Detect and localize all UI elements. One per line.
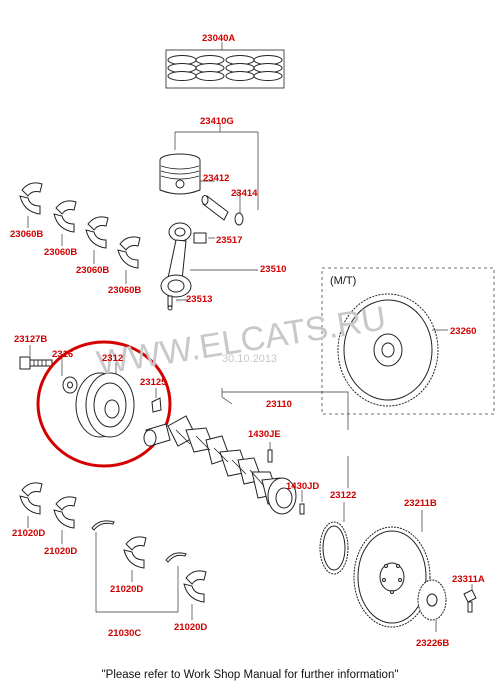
crankshaft[interactable]	[143, 415, 297, 515]
flywheel[interactable]	[337, 293, 439, 407]
main-bearing-2[interactable]	[53, 496, 77, 529]
label-23211B[interactable]: 23211B	[404, 498, 437, 509]
thrust-bearing[interactable]	[91, 520, 187, 563]
bushing[interactable]	[193, 232, 207, 244]
label-23125[interactable]: 23125	[140, 377, 167, 388]
pulley-bolt[interactable]	[19, 356, 53, 370]
watermark-date: 30.10.2013	[222, 353, 277, 365]
label-23226B[interactable]: 23226B	[416, 638, 449, 649]
piston-ring-set[interactable]	[165, 49, 285, 89]
connecting-rod[interactable]	[160, 222, 192, 298]
label-2316[interactable]: 2316	[52, 349, 73, 360]
mt-note: (M/T)	[330, 275, 356, 287]
label-23412[interactable]: 23412	[203, 173, 229, 184]
adapter-plate[interactable]	[417, 579, 447, 621]
snap-ring[interactable]	[234, 212, 244, 226]
gear-ring[interactable]	[319, 521, 349, 575]
oil-plug-1[interactable]	[267, 449, 273, 463]
label-23260[interactable]: 23260	[450, 326, 476, 337]
label-2312[interactable]: 2312	[102, 353, 123, 364]
rod-bolt[interactable]	[167, 295, 173, 311]
washer[interactable]	[62, 376, 78, 394]
rod-bearing-3[interactable]	[85, 216, 109, 249]
drive-plate[interactable]	[353, 526, 431, 628]
label-23060B-2[interactable]: 23060B	[44, 247, 77, 258]
piston[interactable]	[159, 153, 201, 195]
label-23110[interactable]: 23110	[266, 399, 292, 410]
label-23513[interactable]: 23513	[186, 294, 212, 305]
label-23414[interactable]: 23414	[231, 188, 258, 199]
woodruff-key[interactable]	[151, 397, 162, 413]
label-23040A[interactable]: 23040A	[202, 33, 235, 44]
rod-bearing-1[interactable]	[19, 182, 43, 215]
main-bearing-3[interactable]	[123, 536, 147, 569]
mt-flywheel-box	[321, 267, 495, 415]
main-bearing-1[interactable]	[19, 482, 43, 515]
main-bearing-4[interactable]	[183, 570, 207, 603]
piston-pin[interactable]	[201, 195, 229, 221]
label-23410G[interactable]: 23410G	[200, 116, 234, 127]
crankshaft-pulley[interactable]	[75, 372, 135, 438]
label-21030C[interactable]: 21030C	[108, 628, 141, 639]
label-1430JE[interactable]: 1430JE	[248, 429, 281, 440]
label-21020D-3[interactable]: 21020D	[110, 584, 143, 595]
label-1430JD[interactable]: 1430JD	[286, 481, 319, 492]
label-23311A[interactable]: 23311A	[452, 574, 485, 585]
rod-bearing-2[interactable]	[53, 200, 77, 233]
rod-bearing-4[interactable]	[117, 236, 141, 269]
label-21020D-1[interactable]: 21020D	[12, 528, 45, 539]
drive-plate-bolt[interactable]	[463, 589, 477, 613]
label-21020D-4[interactable]: 21020D	[174, 622, 207, 633]
label-23122[interactable]: 23122	[330, 490, 356, 501]
footer-note: "Please refer to Work Shop Manual for fu…	[102, 669, 399, 681]
label-23060B-3[interactable]: 23060B	[76, 265, 109, 276]
highlight-circle	[36, 340, 172, 468]
oil-plug-2[interactable]	[299, 503, 305, 515]
label-21020D-2[interactable]: 21020D	[44, 546, 77, 557]
label-23510[interactable]: 23510	[260, 264, 286, 275]
label-23517[interactable]: 23517	[216, 235, 242, 246]
label-23060B-1[interactable]: 23060B	[10, 229, 43, 240]
label-23060B-4[interactable]: 23060B	[108, 285, 141, 296]
label-23127B[interactable]: 23127B	[14, 334, 47, 345]
